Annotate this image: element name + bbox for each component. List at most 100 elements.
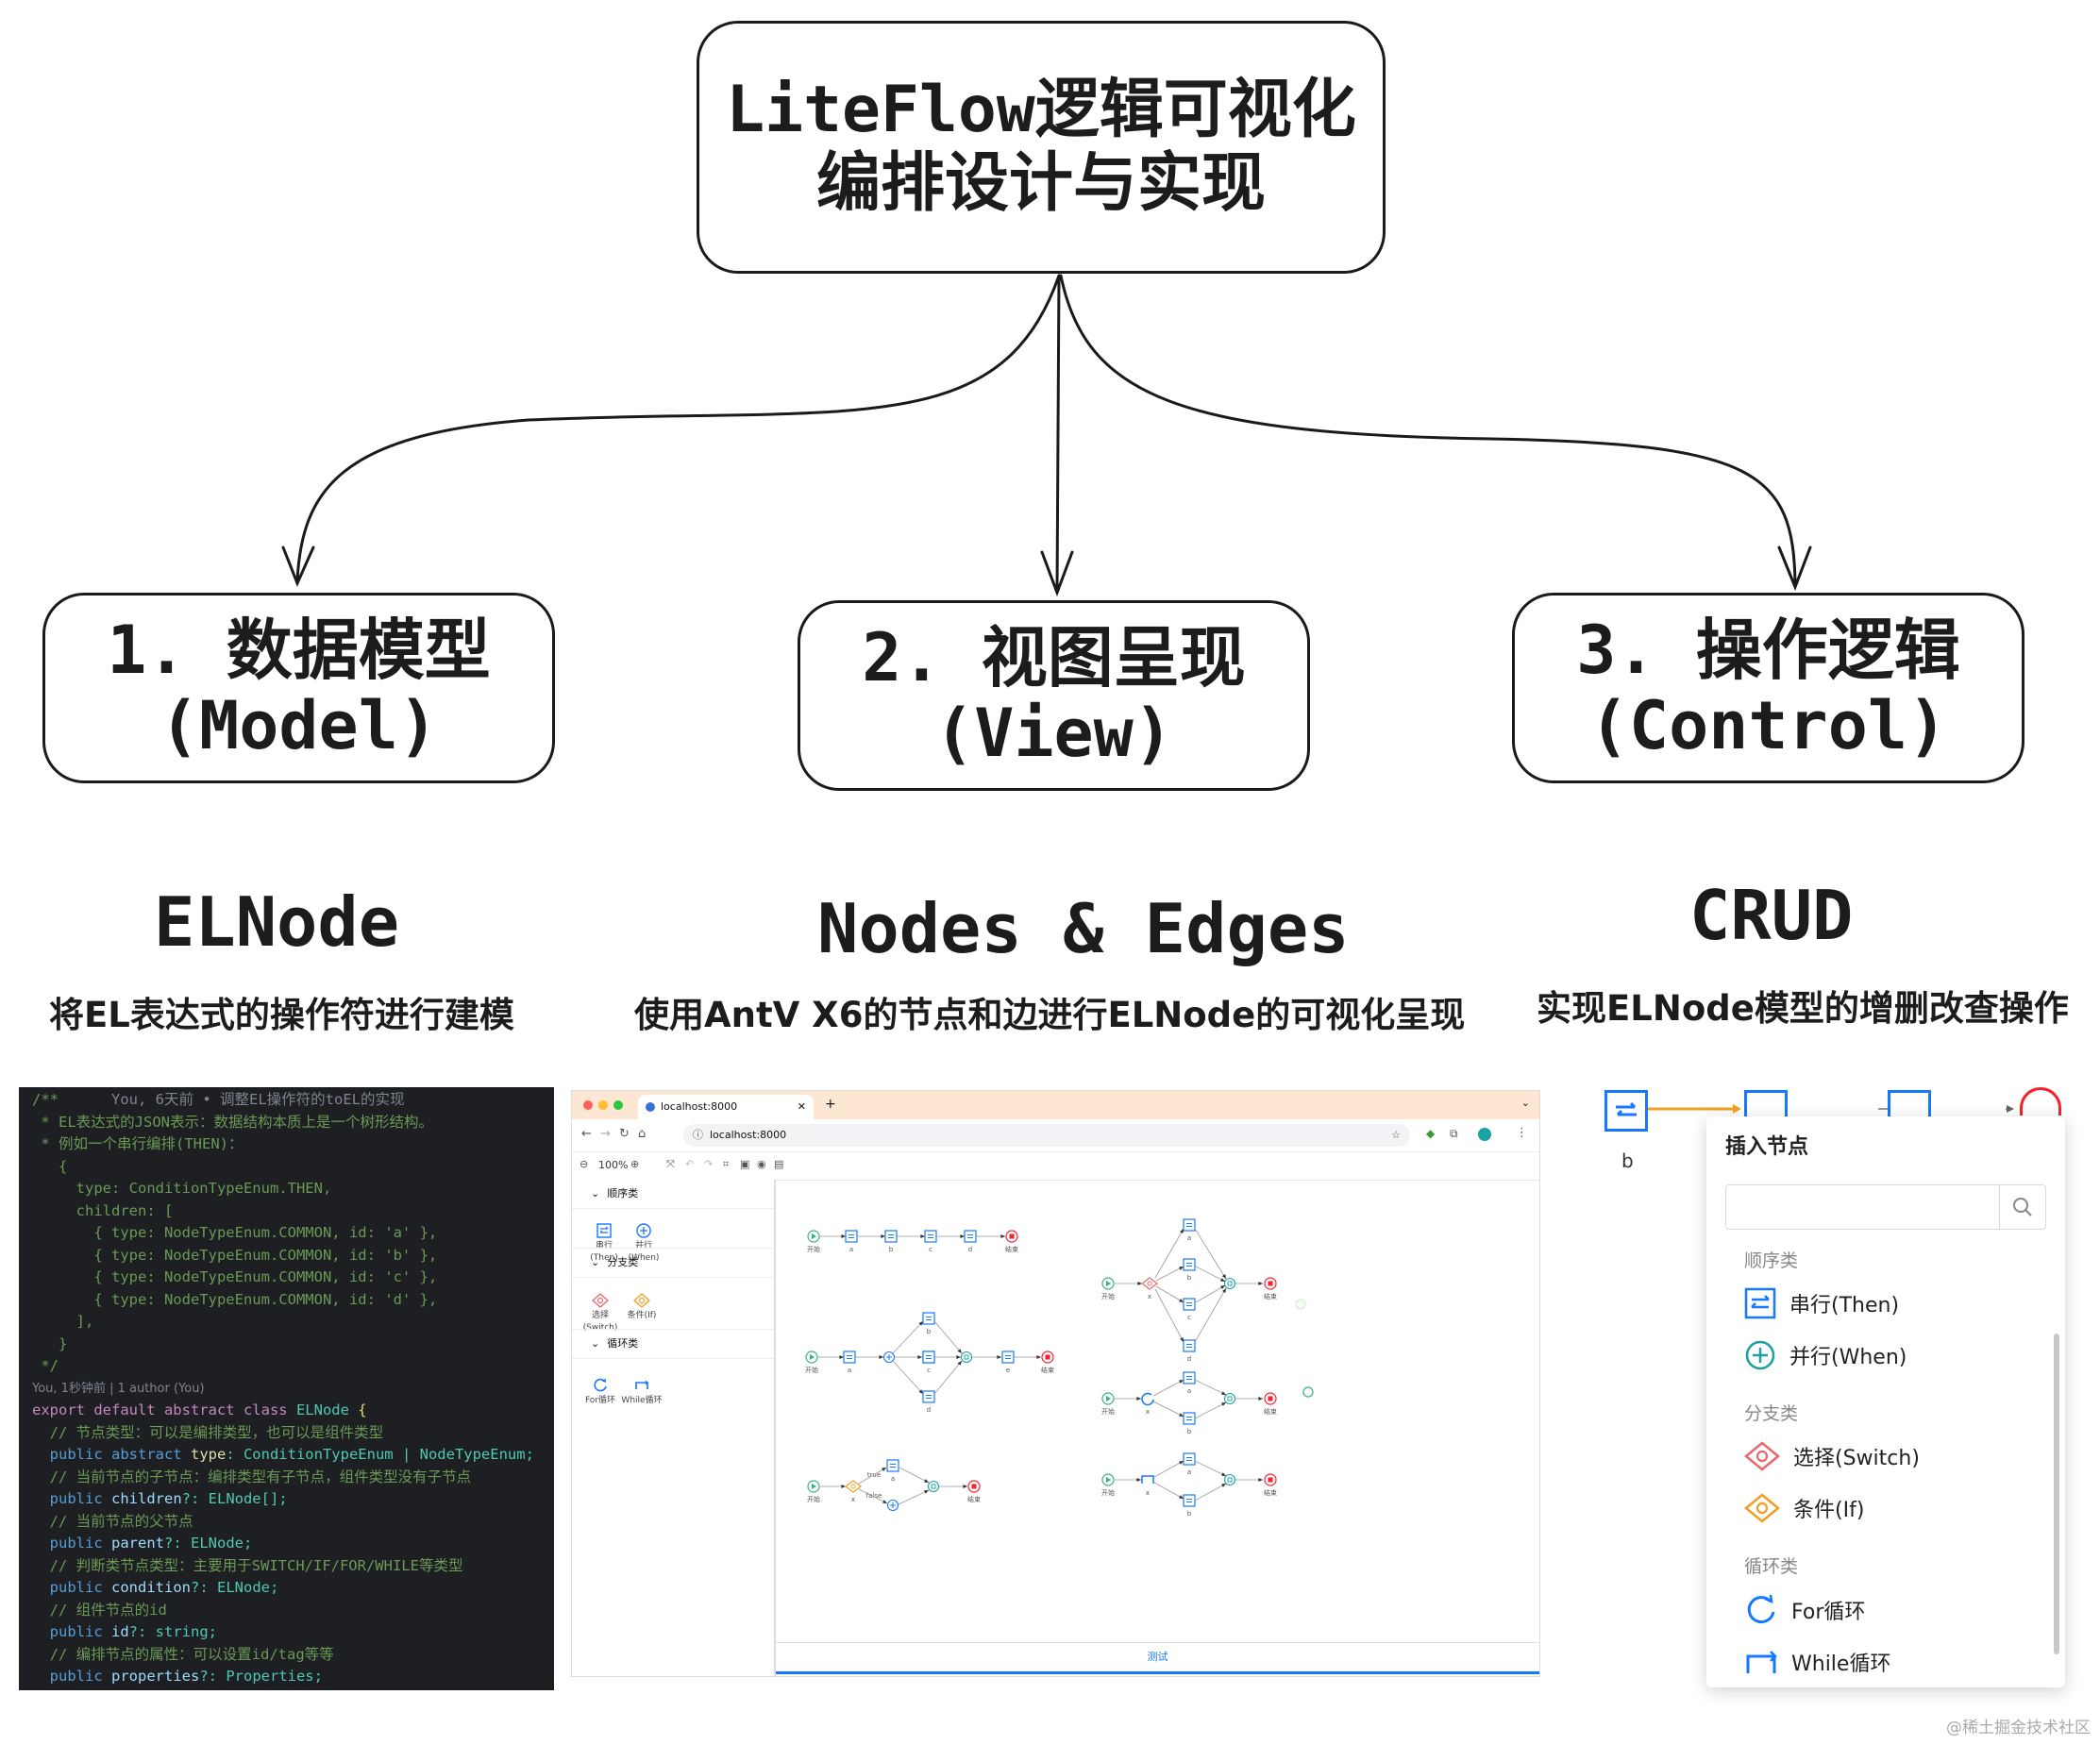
fit-icon[interactable]: ⤧ [666,1158,675,1170]
common-node[interactable] [922,1390,935,1403]
stop-icon[interactable] [1045,1354,1050,1360]
stop-icon[interactable] [1268,1396,1273,1401]
join-icon[interactable] [1227,1281,1233,1286]
palette-item-if[interactable]: 条件(If) [613,1293,670,1322]
join-node[interactable] [1223,1277,1236,1290]
maximize-window-dot[interactable] [613,1100,623,1110]
crud-node-b[interactable] [1604,1090,1648,1132]
common-node[interactable] [964,1230,977,1243]
palette-item-when[interactable]: 并行(When) [615,1223,672,1265]
common-node[interactable] [845,1230,858,1243]
node-glyph-icon[interactable] [848,1234,854,1238]
common-node[interactable] [1183,1339,1196,1352]
search-button[interactable] [1999,1185,2045,1229]
palette-group-header[interactable]: ⌄顺序类 [572,1180,774,1209]
join-icon[interactable] [964,1354,969,1360]
node-glyph-icon[interactable] [1005,1355,1011,1359]
branch-icon[interactable] [850,1484,856,1489]
popover-scrollbar[interactable] [2054,1334,2059,1654]
common-node[interactable] [922,1312,935,1325]
common-node[interactable] [924,1230,937,1243]
play-icon[interactable] [812,1233,816,1239]
node-glyph-icon[interactable] [1186,1344,1192,1348]
node-glyph-icon[interactable] [890,1464,896,1468]
node-glyph-icon[interactable] [1186,1499,1192,1502]
tab-close-icon[interactable]: ✕ [797,1100,806,1113]
common-node[interactable] [1183,1258,1196,1271]
common-node[interactable] [1183,1494,1196,1507]
extension-icon[interactable]: ◆ [1426,1127,1436,1140]
zoom-out-icon[interactable]: ⊖ [580,1158,589,1170]
node-glyph-icon[interactable] [1186,1376,1192,1380]
plus-icon[interactable] [890,1502,896,1508]
forward-icon[interactable]: → [600,1127,611,1141]
insert-item-then[interactable]: 串行(Then) [1744,1284,1899,1322]
insert-item-while[interactable]: While循环 [1744,1643,1890,1681]
browser-menu-icon[interactable]: ⋮ [1516,1126,1528,1140]
url-field[interactable]: ⓘ localhost:8000 ☆ [683,1124,1410,1147]
flow-graph[interactable]: 开始abcd结束开始abcde结束开始xatruefalse结束开始xabcd结… [776,1180,1539,1676]
common-node[interactable] [1183,1412,1196,1425]
while-node[interactable] [1141,1475,1154,1484]
loop-node[interactable] [1141,1392,1154,1406]
close-window-dot[interactable] [583,1100,593,1110]
save-icon[interactable]: ▣ [740,1158,750,1170]
node-glyph-icon[interactable] [928,1234,933,1238]
join-node[interactable] [1223,1392,1236,1405]
node-glyph-icon[interactable] [1186,1302,1192,1306]
play-icon[interactable] [1106,1477,1111,1483]
common-node[interactable] [1183,1298,1196,1311]
common-node[interactable] [1183,1218,1196,1232]
palette-item-switch[interactable]: 选择(Switch) [572,1293,629,1334]
node-glyph-icon[interactable] [926,1355,932,1359]
node-glyph-icon[interactable] [1186,1223,1192,1227]
insert-item-when[interactable]: 并行(When) [1744,1336,1907,1374]
play-icon[interactable] [1106,1396,1111,1401]
join-node[interactable] [1223,1473,1236,1486]
extensions-puzzle-icon[interactable]: ⧉ [1450,1127,1458,1140]
branch-node[interactable] [845,1480,862,1493]
common-node[interactable] [1001,1351,1015,1364]
play-icon[interactable] [1106,1281,1111,1286]
join-icon[interactable] [1227,1396,1233,1401]
join-node[interactable] [927,1480,940,1493]
common-node[interactable] [1183,1371,1196,1384]
node-glyph-icon[interactable] [888,1234,894,1238]
common-node[interactable] [843,1351,856,1364]
browser-tab[interactable]: localhost:8000 ✕ [638,1095,814,1119]
play-icon[interactable] [810,1354,815,1360]
node-search-input[interactable] [1725,1184,2046,1230]
select-icon[interactable]: ⌗ [723,1158,730,1170]
stop-icon[interactable] [1009,1233,1015,1239]
node-glyph-icon[interactable] [847,1355,852,1359]
common-node[interactable] [1183,1452,1196,1466]
new-tab-icon[interactable]: + [825,1097,836,1112]
stop-icon[interactable] [971,1484,977,1489]
node-glyph-icon[interactable] [1186,1263,1192,1267]
palette-group-header[interactable]: ⌄循环类 [572,1329,774,1359]
node-glyph-icon[interactable] [926,1395,932,1399]
test-button[interactable]: 测试 [776,1642,1539,1674]
palette-item-then[interactable]: 串行(Then) [576,1223,632,1265]
common-node[interactable] [886,1459,899,1472]
palette-group-header[interactable]: ⌄分支类 [572,1248,774,1278]
join-node[interactable] [960,1351,973,1364]
partial-node[interactable] [1302,1386,1314,1398]
zoom-in-icon[interactable]: ⊕ [630,1158,640,1170]
tab-list-icon[interactable]: ⌄ [1520,1097,1530,1109]
node-glyph-icon[interactable] [1186,1457,1192,1461]
crud-node[interactable] [1888,1090,1931,1118]
bookmark-star-icon[interactable]: ☆ [1391,1129,1401,1141]
node-glyph-icon[interactable] [926,1317,932,1320]
node-glyph-icon[interactable] [1186,1417,1192,1420]
end-node-icon[interactable] [2020,1087,2061,1116]
redo-icon[interactable]: ↷ [704,1158,714,1170]
minimize-window-dot[interactable] [598,1100,608,1110]
layout-icon[interactable]: ▤ [774,1158,784,1170]
node-glyph-icon[interactable] [967,1234,973,1238]
branch-node[interactable] [1141,1277,1158,1290]
play-icon[interactable] [812,1484,816,1489]
branch-icon[interactable] [1147,1281,1152,1286]
profile-avatar[interactable] [1478,1128,1491,1141]
palette-item-for[interactable]: For循环 [572,1378,629,1407]
